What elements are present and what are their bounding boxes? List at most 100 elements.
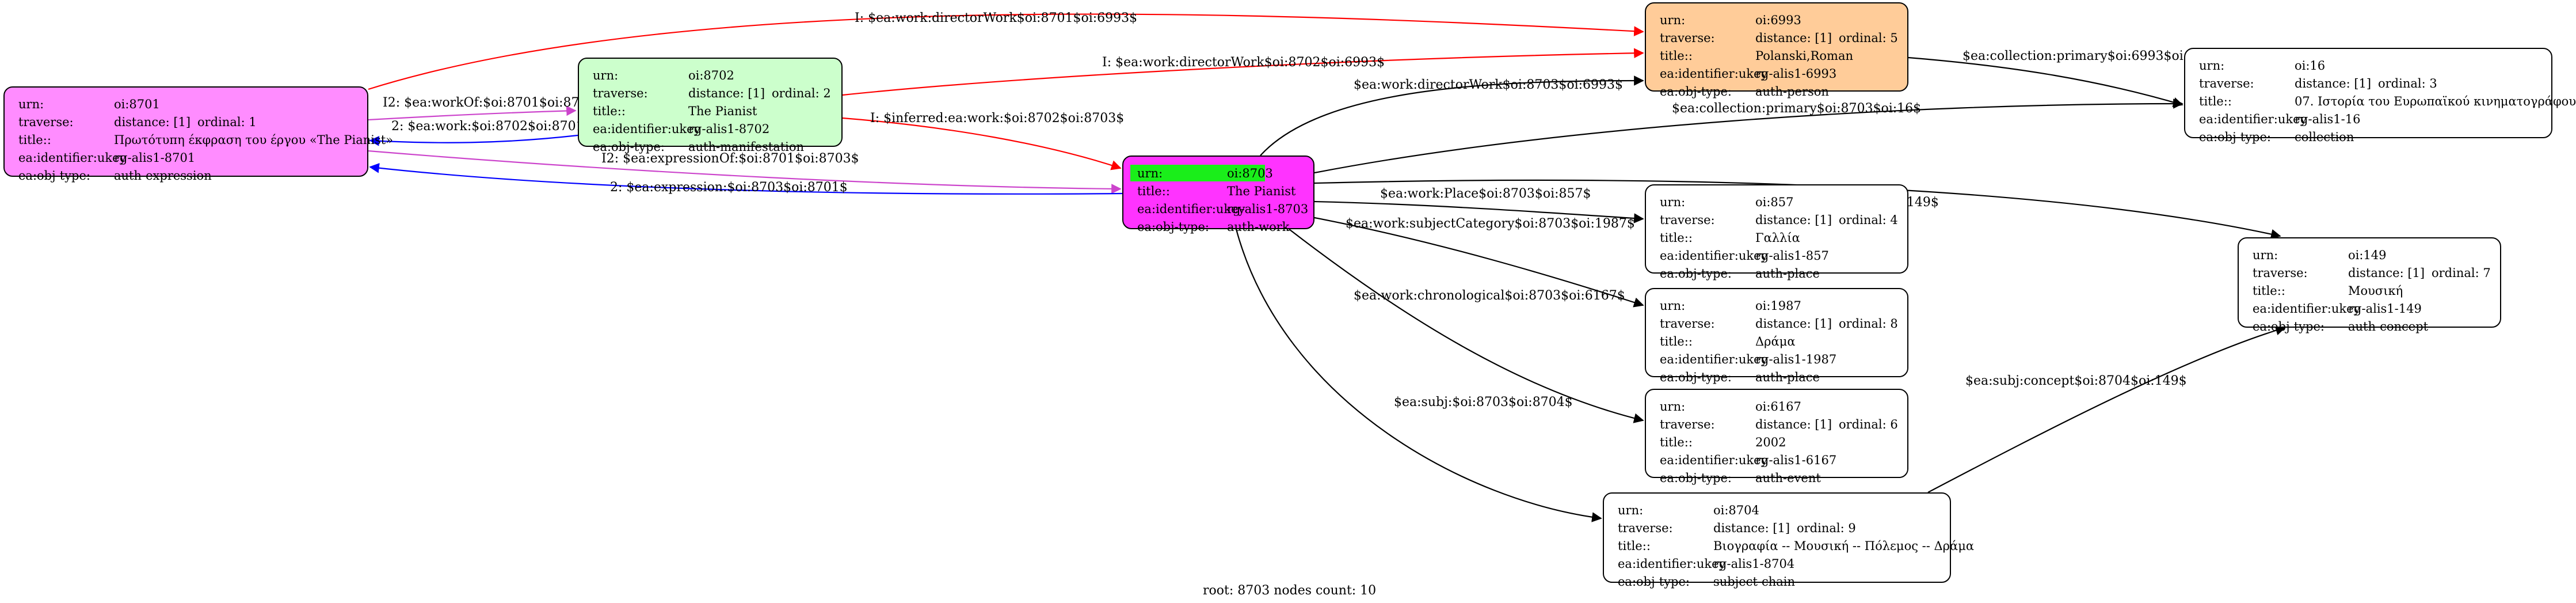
field-value: oi:857 [1755,195,1794,209]
edge-label-e7: 2: $ea:expression:$oi:8703$oi:8701$ [610,180,848,195]
edge-e6 [368,150,1122,194]
node-row: traverse:distance: [1]ordinal: 2 [579,85,841,103]
edge-e10 [1314,98,2183,174]
edge-label-e2: I2: $ea:workOf:$oi:8701$oi:8702$ [383,96,604,110]
field-key: ea:identifier:ukey [1660,249,1768,263]
edge-e8 [1260,75,1644,156]
field-value: distance: [1] [1755,213,1832,227]
field-value: rg-alis1-149 [2348,302,2422,316]
node-row: urn:oi:8702 [579,67,841,85]
edge-label-e8: $ea:work:directorWork$oi:8703$oi:6993$ [1354,78,1623,92]
field-key: traverse: [2253,266,2308,280]
field-value: distance: [1] [1755,31,1832,45]
field-value: 2002 [1755,435,1786,449]
edge-e14 [1289,229,1644,423]
node-row: traverse:distance: [1]ordinal: 8 [1646,315,1907,333]
node-row: title::The Pianist [579,103,841,120]
node-row: traverse:distance: [1]ordinal: 1 [5,113,367,131]
field-value: Πρωτότυπη έκφραση του έργου «The Pianist… [114,133,394,147]
field-value: auth-event [1755,471,1821,485]
field-value: rg-alis1-6993 [1755,67,1837,81]
edge-label-e14: $ea:work:chronological$oi:8703$oi:6167$ [1354,289,1625,303]
field-value: rg-alis1-857 [1755,249,1829,263]
field-key: ea:identifier:ukey [2253,302,2361,316]
edge-e5 [842,117,1122,170]
edge-e4 [842,48,1644,96]
field-key: traverse: [1660,31,1715,45]
node-row: traverse:distance: [1]ordinal: 6 [1646,416,1907,434]
edge-label-e3: 2: $ea:work:$oi:8702$oi:8701$ [391,119,592,134]
field-value: auth-place [1755,370,1820,384]
field-key: ea:obj-type: [18,169,90,183]
node-row: urn:oi:1987 [1646,297,1907,315]
node-row: title::07. Ιστορία του Ευρωπαϊκού κινημα… [2185,93,2576,111]
field-key: title:: [1660,435,1693,449]
node-row: ea:obj-type:auth-place [1646,369,1907,386]
field-key: ea:obj-type: [1660,471,1732,485]
node-row: urn:oi:8701 [5,96,367,113]
field-key: title:: [593,104,626,118]
field-key: title:: [1660,231,1693,245]
field-key: traverse: [18,115,74,129]
field-key: ea:identifier:ukey [1660,453,1768,467]
field-key: ea:identifier:ukey [18,151,127,165]
field-key: traverse: [593,86,648,100]
field-key: urn: [1137,166,1163,180]
field-value: distance: [1] [114,115,191,129]
field-key: ea:obj-type: [1137,220,1209,234]
node-row: ea:obj-type:collection [2185,128,2551,146]
field-value: rg-alis1-6167 [1755,453,1837,467]
field-key: ea:obj-type: [1660,85,1732,98]
node-row: urn:oi:6993 [1646,12,1907,29]
edge-label-e12: $ea:work:Place$oi:8703$oi:857$ [1380,187,1591,201]
field-key: traverse: [2199,77,2254,90]
field-value: ordinal: 4 [1839,213,1898,227]
node-row: traverse:distance: [1]ordinal: 9 [1604,519,1950,537]
field-value: Μουσική [2348,284,2403,298]
field-key: ea:obj-type: [2253,320,2325,333]
node-row: urn:oi:8703 [1123,165,1313,183]
field-key: traverse: [1618,521,1673,535]
field-key: urn: [2253,248,2278,262]
field-key: urn: [593,69,619,82]
field-value: rg-alis1-8702 [688,122,770,136]
field-value: ordinal: 9 [1797,521,1856,535]
field-key: traverse: [1660,418,1715,431]
field-value: rg-alis1-8701 [114,151,196,165]
node-row: title::The Pianist [1123,183,1313,200]
node-row: traverse:distance: [1]ordinal: 7 [2239,264,2500,282]
field-value: rg-alis1-8704 [1713,557,1795,571]
edge-e1 [368,13,1644,90]
field-value: auth-place [1755,267,1820,280]
field-key: urn: [1660,195,1686,209]
field-key: ea:obj-type: [593,140,665,154]
node-row: ea:obj-type:auth-place [1646,265,1907,283]
edge-e3 [369,134,578,146]
edge-label-e1: I: $ea:work:directorWork$oi:8701$oi:6993… [855,11,1137,25]
edge-label-e15: $ea:subj:$oi:8703$oi:8704$ [1394,395,1573,409]
edge-e12 [1314,200,1644,223]
field-key: ea:identifier:ukey [2199,112,2307,126]
field-key: ea:identifier:ukey [593,122,701,136]
field-value: collection [2295,130,2354,144]
node-row: title::Πρωτότυπη έκφραση του έργου «The … [5,131,393,149]
field-value: distance: [1] [1755,317,1832,331]
field-value: ordinal: 6 [1839,418,1898,431]
field-value: auth-person [1755,85,1829,98]
field-value: Δράμα [1755,335,1796,348]
